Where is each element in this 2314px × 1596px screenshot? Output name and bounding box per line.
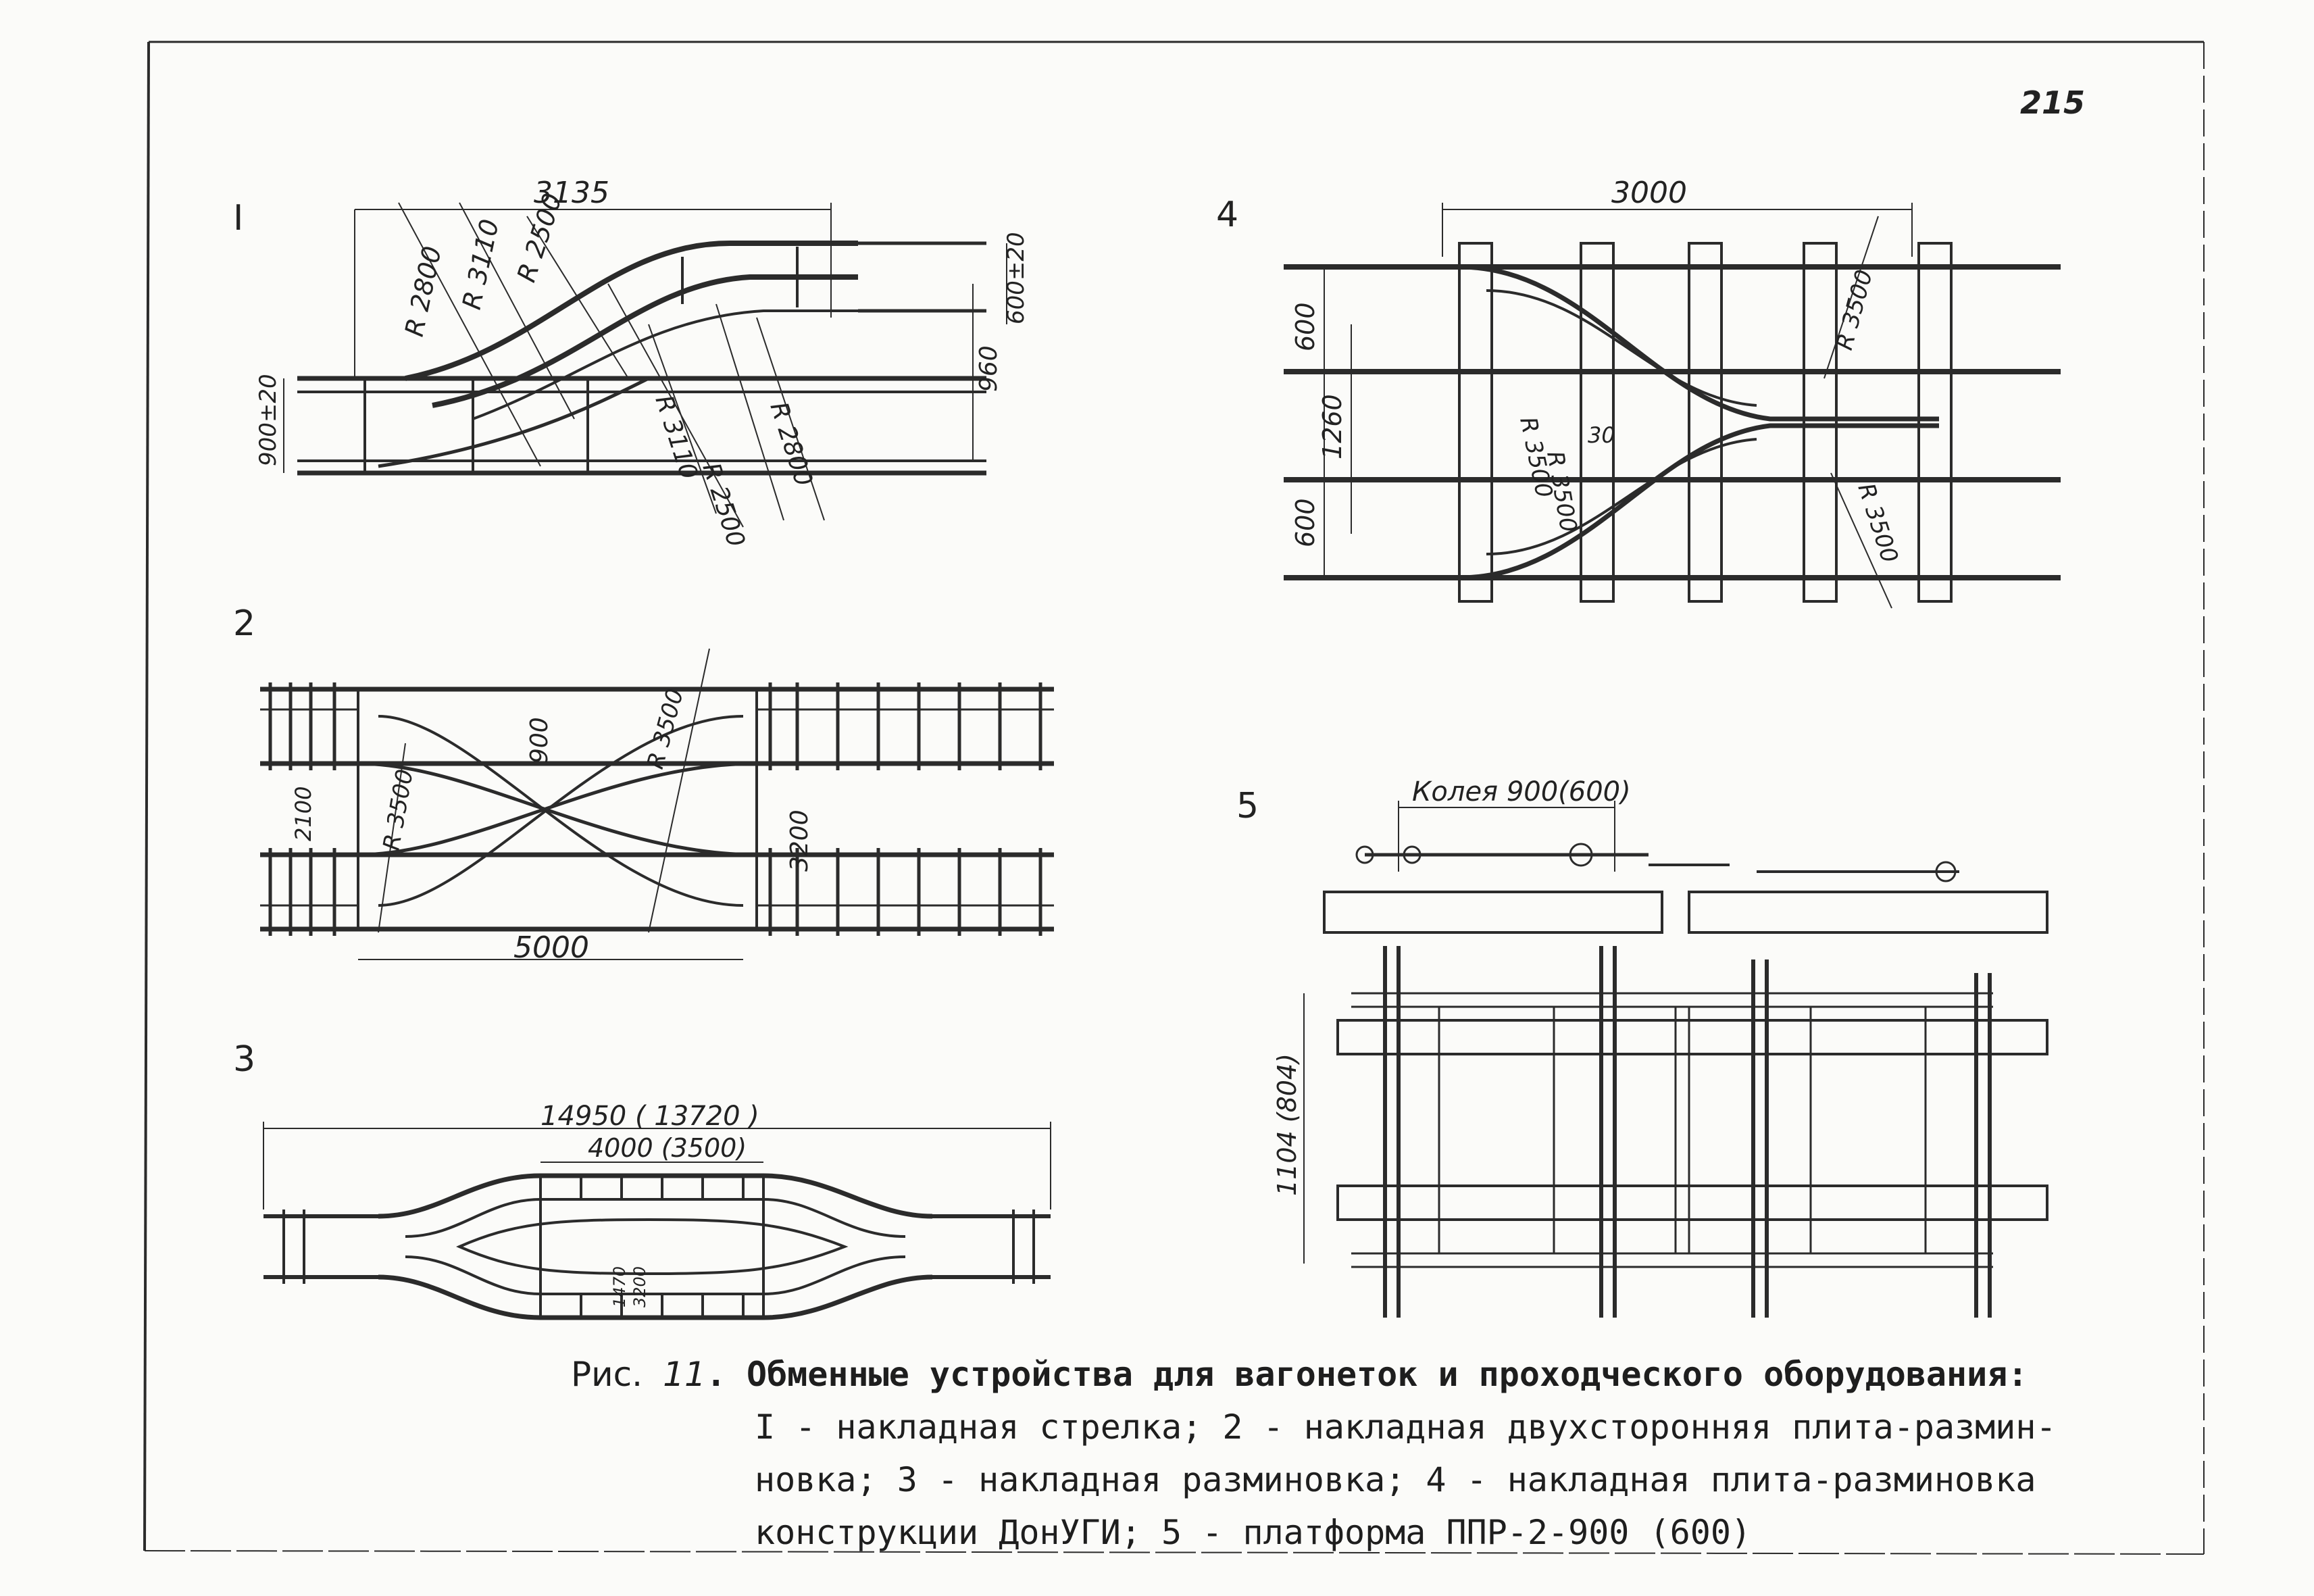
caption-title: . Обменные устройства для вагонеток и пр… [705,1355,2028,1394]
fig4-dim-600a: 600 [1290,302,1320,351]
fig2-dim-5000: 5000 [513,930,589,965]
fig4-dim-r3500d: R 3500 [1852,480,1903,566]
fig1-dim-600: 600±20 [1003,232,1030,324]
figure-2: 2 [233,603,1054,965]
fig4-dim-1260: 1260 [1317,394,1347,459]
fig2-dim-900: 900 [526,717,553,764]
figure-2-label: 2 [233,603,255,644]
fig3-dim-1470: 1470 [610,1266,629,1307]
fig1-dim-r2800b: R 2800 [764,399,818,489]
frame-bottom [144,1550,2205,1555]
caption-line-2: I - накладная стрелка; 2 - накладная дву… [755,1407,2057,1447]
fig5-dim-1104: 1104 (804) [1272,1053,1302,1196]
figure-3-label: 3 [233,1039,255,1080]
caption-line-4: конструкции ДонУГИ; 5 - платформа ППР-2-… [755,1513,1752,1552]
fig1-dim-960: 960 [975,345,1003,392]
fig4-dim-600b: 600 [1290,498,1320,547]
fig1-dim-r2500: R 2500 [511,190,568,286]
figure-caption: Рис. 11. Обменные устройства для вагонет… [571,1348,2057,1559]
figure-1: I 3135 R 2800 R 31 [233,176,1030,551]
fig1-dim-r3110: R 3110 [457,216,505,311]
figure-4: 4 3000 600 1260 600 R 3500 R 35 [1216,176,2061,609]
fig4-dim-3000: 3000 [1611,176,1687,210]
fig1-dim-r3110b: R 3110 [649,392,703,482]
fig3-dim-14950: 14950 ( 13720 ) [540,1101,759,1132]
fig2-dim-r3500b: R 3500 [378,767,418,852]
figure-1-label: I [233,198,243,239]
fig3-dim-3200: 3200 [630,1266,649,1307]
caption-line-3: новка; 3 - накладная разминовка; 4 - нак… [755,1460,2036,1499]
fig5-dim-gauge: Колея 900(600) [1412,776,1631,807]
figure-3: 3 14950 ( 13720 ) 4000 (3500) 1470 3200 [233,1039,1051,1320]
frame-left [143,41,150,1551]
fig1-dim-3135: 3135 [534,176,609,210]
fig2-dim-3200: 3200 [786,809,813,872]
fig4-dim-r3500c: R 3500 [1831,267,1878,353]
fig4-dim-30: 30 [1588,422,1615,448]
fig2-dim-2100: 2100 [291,787,316,841]
fig3-dim-4000: 4000 (3500) [588,1133,747,1163]
figure-4-label: 4 [1216,195,1238,235]
caption-number: 11 [663,1355,706,1394]
page-number: 215 [2020,84,2085,121]
caption-prefix: Рис. [571,1355,643,1394]
fig1-dim-900: 900±20 [255,374,282,466]
fig1-dim-r2800: R 2800 [399,243,447,339]
figure-5-label: 5 [1236,786,1259,826]
caption-line-1: Рис. 11. Обменные устройства для вагонет… [571,1348,2028,1401]
figure-5: 5 Колея 900(600) [1236,776,2048,1318]
